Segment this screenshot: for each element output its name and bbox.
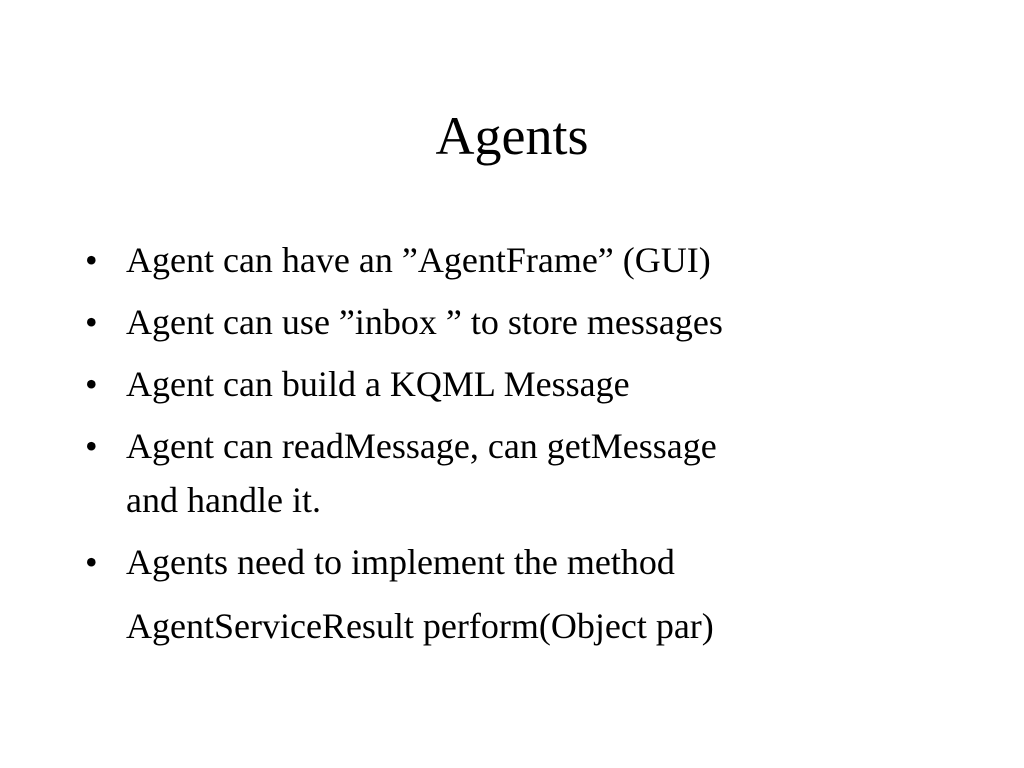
bullet-item: • Agent can build a KQML Message [85, 357, 965, 411]
bullet-icon: • [85, 426, 98, 466]
bullet-text-continuation: AgentServiceResult perform(Object par) [126, 606, 714, 646]
bullet-list: • Agent can have an ”AgentFrame” (GUI) •… [85, 233, 965, 661]
bullet-item: • Agents need to implement the method Ag… [85, 535, 965, 653]
bullet-item: • Agent can have an ”AgentFrame” (GUI) [85, 233, 965, 287]
bullet-text: Agents need to implement the method [126, 542, 675, 582]
slide-title: Agents [435, 106, 589, 166]
bullet-icon: • [85, 364, 98, 404]
bullet-text-continuation: and handle it. [126, 480, 321, 520]
bullet-icon: • [85, 302, 98, 342]
bullet-text: Agent can build a KQML Message [126, 364, 630, 404]
bullet-item: • Agent can use ”inbox ” to store messag… [85, 295, 965, 349]
bullet-text: Agent can have an ”AgentFrame” (GUI) [126, 240, 711, 280]
bullet-text: Agent can use ”inbox ” to store messages [126, 302, 723, 342]
bullet-item: • Agent can readMessage, can getMessage … [85, 419, 965, 527]
bullet-text: Agent can readMessage, can getMessage [126, 426, 717, 466]
bullet-icon: • [85, 240, 98, 280]
bullet-icon: • [85, 542, 98, 582]
